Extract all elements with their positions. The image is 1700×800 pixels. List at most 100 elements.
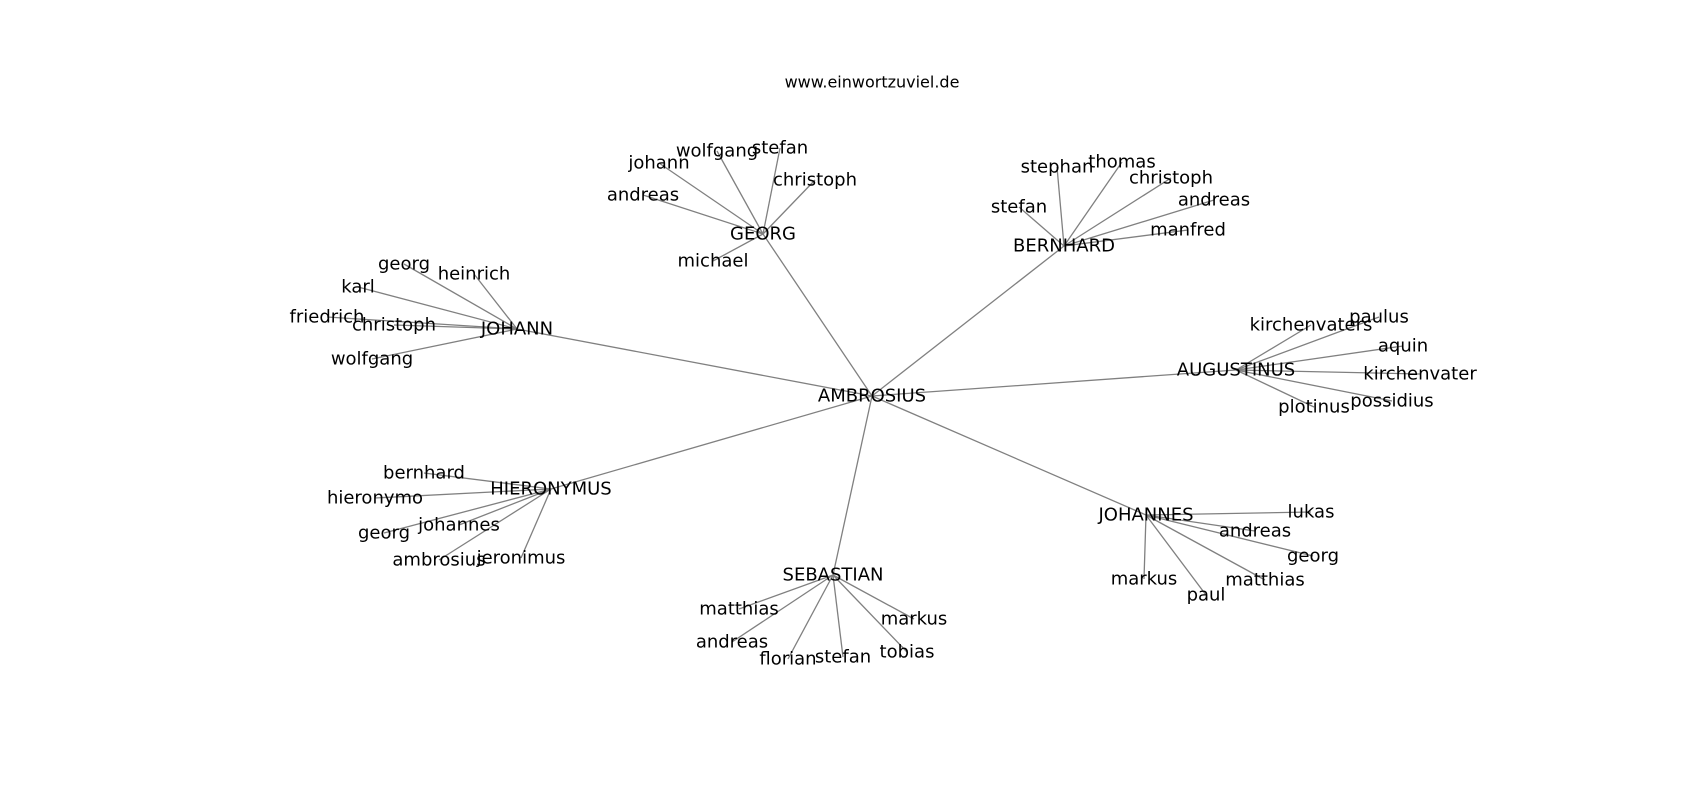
- edge-hieronymus-georg: [383, 488, 552, 534]
- edge-bernhard-manfred: [1063, 229, 1189, 247]
- leaf-node: paul: [1187, 585, 1226, 606]
- edge-ambrosius-hieronymus: [550, 395, 873, 490]
- edge-hieronymus-bernhard: [423, 472, 552, 490]
- leaf-node: aquin: [1378, 336, 1428, 357]
- edge-augustinus-kirchenvaters: [1235, 324, 1312, 371]
- edge-johannes-georg: [1145, 514, 1314, 557]
- leaf-node: georg: [378, 254, 430, 275]
- edge-bernhard-stefan: [1018, 206, 1065, 247]
- hub-node-johannes: JOHANNES: [1097, 505, 1193, 526]
- edge-johann-friedrich: [326, 316, 518, 330]
- leaf-node: christoph: [352, 315, 436, 336]
- leaf-node: heinrich: [438, 264, 511, 285]
- edge-johannes-lukas: [1145, 511, 1312, 516]
- leaf-node: friedrich: [290, 307, 365, 328]
- leaf-node: lukas: [1288, 502, 1335, 523]
- leaf-node: plotinus: [1278, 397, 1350, 418]
- leaf-node: hieronymo: [327, 488, 423, 509]
- edge-hieronymus-johannes: [458, 488, 552, 526]
- edge-georg-johann: [658, 162, 764, 235]
- leaf-node: manfred: [1150, 220, 1226, 241]
- edge-sebastian-andreas: [731, 574, 834, 643]
- edge-augustinus-paulus: [1235, 316, 1380, 371]
- edge-johannes-paul: [1145, 514, 1207, 596]
- hub-node-hieronymus: HIERONYMUS: [490, 479, 611, 500]
- leaf-node: matthias: [1225, 570, 1305, 591]
- edge-johann-karl: [357, 286, 518, 330]
- edge-johann-georg: [403, 263, 518, 330]
- edge-sebastian-matthias: [738, 574, 834, 610]
- hub-node-georg: GEORG: [730, 224, 796, 245]
- edge-georg-christoph: [762, 179, 816, 235]
- labels-layer: AMBROSIUS GEORG wolfgang stefan johann c…: [290, 138, 1478, 670]
- leaf-node: matthias: [699, 599, 779, 620]
- edges-layer: [326, 147, 1421, 660]
- edge-hieronymus-hieronymo: [374, 488, 552, 499]
- edge-ambrosius-sebastian: [832, 395, 873, 576]
- leaf-node: markus: [1111, 569, 1178, 590]
- leaf-node: florian: [759, 649, 816, 670]
- hub-node-sebastian: SEBASTIAN: [783, 565, 884, 586]
- edge-augustinus-aquin: [1235, 345, 1404, 371]
- leaf-node: tobias: [880, 642, 935, 663]
- edge-johann-christoph: [393, 324, 518, 330]
- leaf-node: georg: [1287, 546, 1339, 567]
- edge-bernhard-thomas: [1063, 161, 1123, 247]
- edge-johann-heinrich: [473, 273, 518, 330]
- leaf-node: christoph: [1129, 168, 1213, 189]
- leaf-node: johannes: [417, 515, 500, 536]
- edge-ambrosius-johann: [516, 328, 873, 397]
- leaf-node: stefan: [752, 138, 808, 159]
- edge-johannes-markus: [1143, 514, 1147, 580]
- hub-node-johann: JOHANN: [480, 319, 553, 340]
- leaf-node: possidius: [1350, 391, 1433, 412]
- hub-node-bernhard: BERNHARD: [1013, 236, 1115, 257]
- edge-sebastian-tobias: [832, 574, 908, 653]
- edge-sebastian-stefan: [832, 574, 844, 658]
- edge-sebastian-florian: [787, 574, 834, 660]
- edge-georg-andreas: [642, 194, 764, 235]
- leaf-node: wolfgang: [676, 141, 758, 162]
- hub-node-augustinus: AUGUSTINUS: [1177, 360, 1295, 381]
- edge-johannes-matthias: [1145, 514, 1266, 581]
- edge-ambrosius-augustinus: [871, 369, 1237, 397]
- edge-johann-wolfgang: [371, 328, 518, 360]
- edge-ambrosius-johannes: [871, 395, 1147, 516]
- site-title: www.einwortzuviel.de: [785, 73, 960, 92]
- leaf-node: andreas: [696, 632, 768, 653]
- leaf-node: paulus: [1349, 307, 1409, 328]
- leaf-node: ambrosius: [392, 550, 485, 571]
- leaf-node: andreas: [1219, 521, 1291, 542]
- leaf-node: markus: [881, 609, 948, 630]
- leaf-node: georg: [358, 523, 410, 544]
- edge-georg-wolfgang: [716, 150, 764, 235]
- edge-sebastian-markus: [832, 574, 915, 620]
- edge-augustinus-kirchenvater: [1235, 369, 1421, 375]
- edge-bernhard-stephan: [1056, 166, 1065, 247]
- edge-ambrosius-georg: [762, 233, 873, 397]
- leaf-node: kirchenvaters: [1250, 315, 1373, 336]
- edge-hieronymus-jeronimus: [520, 488, 552, 559]
- leaf-node: karl: [341, 277, 375, 298]
- edge-ambrosius-bernhard: [871, 245, 1065, 397]
- leaf-node: andreas: [607, 185, 679, 206]
- leaf-node: wolfgang: [331, 349, 413, 370]
- edge-bernhard-christoph: [1063, 177, 1172, 247]
- leaf-node: bernhard: [383, 463, 465, 484]
- leaf-node: kirchenvater: [1363, 364, 1477, 385]
- leaf-node: stefan: [991, 197, 1047, 218]
- leaf-node: christoph: [773, 170, 857, 191]
- edge-georg-stefan: [762, 147, 781, 235]
- leaf-node: stephan: [1021, 157, 1094, 178]
- edge-augustinus-possidius: [1235, 369, 1393, 402]
- leaf-node: stefan: [815, 647, 871, 668]
- leaf-node: jeronimus: [476, 548, 566, 569]
- leaf-node: michael: [678, 251, 749, 272]
- leaf-node: thomas: [1088, 152, 1155, 173]
- edge-georg-michael: [712, 233, 764, 262]
- leaf-node: andreas: [1178, 190, 1250, 211]
- edge-bernhard-andreas: [1063, 199, 1215, 247]
- edge-johannes-andreas: [1145, 514, 1256, 532]
- node-center: AMBROSIUS: [818, 386, 926, 407]
